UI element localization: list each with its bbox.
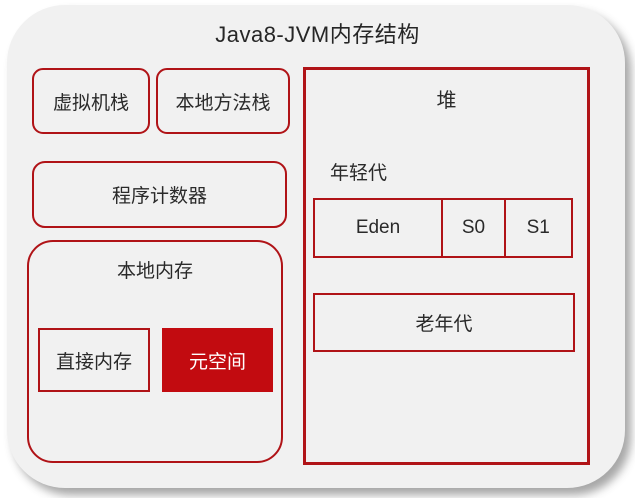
young-gen-row: Eden S0 S1 <box>313 198 575 258</box>
s0-label: S0 <box>461 217 486 238</box>
heap-label: 堆 <box>436 90 457 112</box>
heap-box: 堆 <box>303 67 590 465</box>
metaspace-label: 元空间 <box>188 351 246 373</box>
s0-cell: S0 <box>440 198 507 258</box>
diagram-title: Java8-JVM内存结构 <box>215 22 420 47</box>
old-gen-box: 老年代 <box>313 293 575 352</box>
s1-cell: S1 <box>504 198 573 258</box>
vm-stack-label: 虚拟机栈 <box>52 92 129 114</box>
eden-cell: Eden <box>313 198 443 258</box>
metaspace-box: 元空间 <box>162 328 273 392</box>
native-method-stack-label: 本地方法栈 <box>175 92 271 114</box>
program-counter-box: 程序计数器 <box>32 161 287 228</box>
direct-memory-box: 直接内存 <box>38 328 150 392</box>
program-counter-label: 程序计数器 <box>111 186 207 207</box>
young-gen-label: 年轻代 <box>330 163 388 184</box>
native-method-stack-box: 本地方法栈 <box>156 68 290 134</box>
vm-stack-box: 虚拟机栈 <box>32 68 150 134</box>
s1-label: S1 <box>526 217 550 238</box>
old-gen-label: 老年代 <box>415 314 473 335</box>
direct-memory-label: 直接内存 <box>55 351 132 373</box>
eden-label: Eden <box>355 217 401 238</box>
native-memory-label: 本地内存 <box>116 261 193 282</box>
